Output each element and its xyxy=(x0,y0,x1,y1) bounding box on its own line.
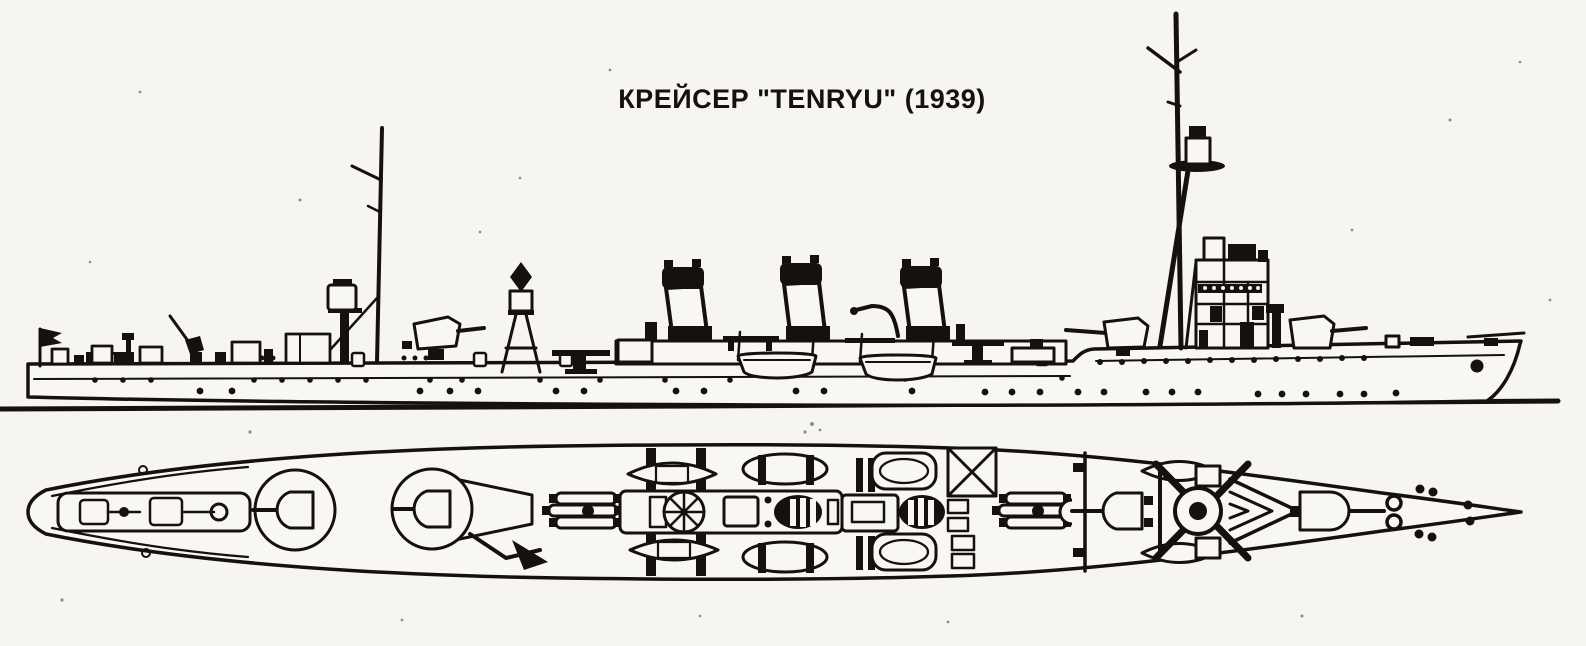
bridge-window-band xyxy=(1198,284,1262,293)
bow-gun xyxy=(1266,304,1368,350)
mainmast-boom xyxy=(328,296,379,352)
plan-gun-4 xyxy=(1290,490,1386,532)
plan-funnel-3-house xyxy=(840,493,945,533)
mount-pivot xyxy=(582,505,594,517)
spotting-top xyxy=(1184,136,1212,166)
gun-mount xyxy=(1298,490,1351,532)
gun-shield xyxy=(1102,316,1150,350)
searchlight-platform-plan xyxy=(946,446,998,570)
gun-barrel xyxy=(1064,328,1108,335)
plan-gun-1 xyxy=(251,468,337,552)
aft-searchlight-tower xyxy=(326,279,362,362)
funnel-3 xyxy=(850,258,950,342)
torpedo-tubes-aft xyxy=(542,491,622,530)
plan-gun-2 xyxy=(390,467,548,570)
capstan xyxy=(209,502,229,522)
bow-fittings xyxy=(1385,484,1475,542)
pre-funnel-house xyxy=(616,322,657,364)
plan-gun-3 xyxy=(1058,491,1153,531)
capstan xyxy=(119,507,129,517)
capstan xyxy=(1385,494,1403,512)
stern-flagstaff xyxy=(38,327,62,368)
gun-shield xyxy=(412,315,462,351)
mainmast xyxy=(328,126,384,364)
portholes-and-deck-dots xyxy=(92,355,1484,398)
side-profile-view xyxy=(0,11,1561,412)
deck-bandstand xyxy=(552,350,610,374)
searchlight-tripod-tower xyxy=(500,262,542,374)
gun-mount xyxy=(275,490,315,530)
gun-barrel xyxy=(456,326,486,333)
ships-boat-1 xyxy=(723,330,818,380)
funnel-1 xyxy=(662,259,712,342)
stern-pennant xyxy=(40,328,62,347)
stern-deckhouse xyxy=(56,491,252,533)
deck-plan-view xyxy=(26,442,1523,582)
hawse-hole xyxy=(1470,359,1484,373)
gun-shield xyxy=(1288,314,1336,350)
funnel-2 xyxy=(780,255,830,342)
compass-platform xyxy=(1202,236,1226,262)
scan-noise xyxy=(60,60,1552,624)
amidships-gun xyxy=(402,315,486,360)
mount-pivot xyxy=(1032,505,1044,517)
ships-boat-2 xyxy=(845,332,938,382)
bridge-structure xyxy=(1184,236,1270,350)
plan-midship-house xyxy=(618,489,844,535)
capstan xyxy=(1385,513,1403,531)
steam-pipe xyxy=(854,304,900,338)
forecastle-aft-gun xyxy=(1064,316,1150,356)
gun-barrel xyxy=(1330,326,1368,333)
gun-mount xyxy=(1101,491,1144,531)
aft-funnel-platforms xyxy=(952,324,1056,364)
gun-mount xyxy=(412,489,452,529)
forecastle-fittings xyxy=(1384,334,1498,349)
mast-yard xyxy=(1146,46,1182,74)
rangefinder-finial xyxy=(510,262,532,292)
mainmast-yard xyxy=(350,164,383,182)
tripod-foremast xyxy=(1146,11,1225,351)
aft-gun xyxy=(168,314,204,364)
drawing-title: КРЕЙСЕР "TENRYU" (1939) xyxy=(618,83,986,114)
